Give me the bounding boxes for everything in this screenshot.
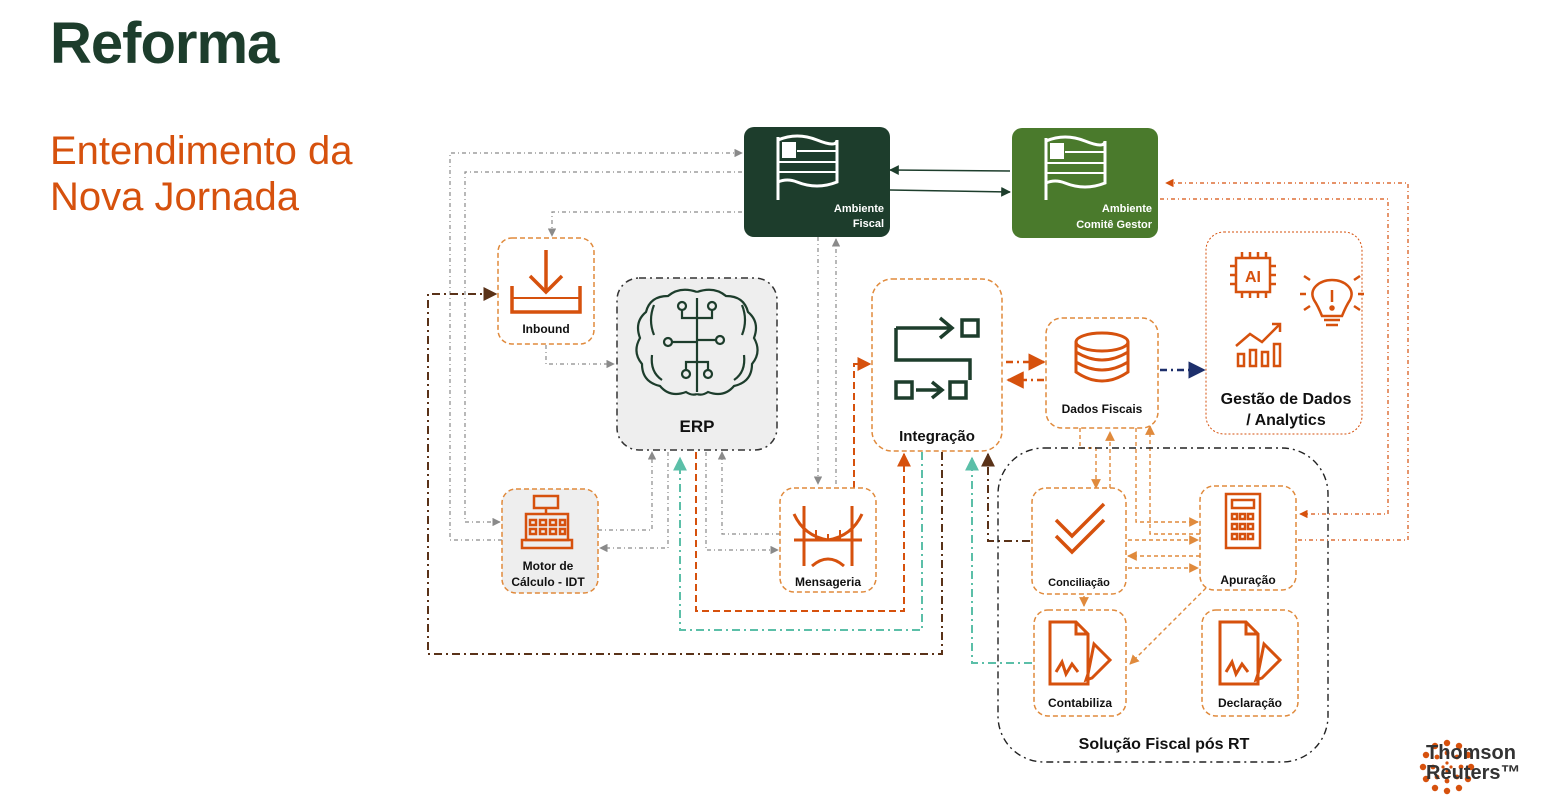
lightbulb-icon (1300, 274, 1364, 327)
document-sign-icon (1218, 620, 1283, 686)
node-mensageria: Mensageria (779, 487, 877, 593)
node-motor-calculo: Motor de Cálculo - IDT (501, 488, 599, 594)
connector-apuracao-to-contabiliza (1129, 587, 1207, 665)
connector-dados-to-apuracao (1135, 428, 1199, 527)
connector-erp-to-integracao (695, 452, 911, 612)
ambiente-comite-label-1: Ambiente (1102, 203, 1152, 215)
brain-circuit-icon (635, 288, 759, 396)
connector-contabiliza-to-integracao (965, 456, 1032, 664)
node-contabiliza: Contabiliza (1033, 609, 1127, 717)
connector-apuracao-to-comite (1165, 178, 1409, 541)
node-inbound: Inbound (497, 237, 595, 345)
node-integracao: Integração (871, 278, 1003, 452)
subtitle-line-2: Nova Jornada (50, 175, 300, 219)
thomson-reuters-logo-icon (1419, 739, 1475, 795)
double-check-icon (1054, 502, 1106, 555)
declaracao-label: Declaração (1218, 696, 1282, 710)
inbox-download-icon (510, 250, 582, 314)
node-erp: ERP (616, 277, 778, 451)
database-icon (1074, 331, 1130, 383)
contabiliza-label: Contabiliza (1048, 696, 1112, 710)
node-declaracao: Declaração (1201, 609, 1299, 717)
bridge-icon (792, 506, 864, 568)
connector-mensageria-to-integracao (853, 357, 872, 488)
connector-erp-to-motor (599, 452, 669, 553)
connector-conciliacao-to-integracao (981, 452, 1030, 542)
connectors (427, 148, 1409, 665)
document-sign-icon (1048, 620, 1113, 686)
connector-fiscal-to-motor (464, 171, 742, 527)
motor-calculo-label-2: Cálculo - IDT (511, 575, 585, 589)
node-apuracao: Apuração (1199, 485, 1297, 591)
ai-chip-glyph: AI (1245, 269, 1261, 286)
workflow-icon (894, 316, 980, 400)
ambiente-fiscal-label-2: Fiscal (853, 218, 884, 230)
erp-label: ERP (680, 417, 715, 436)
connector-comite-to-fiscal (889, 165, 1011, 175)
connector-integracao-to-inbound (427, 287, 943, 655)
gestao-dados-label-2: / Analytics (1246, 412, 1326, 429)
connector-dados-to-conciliacao (1079, 428, 1101, 489)
page-subtitle: Entendimento da Nova Jornada (50, 128, 352, 220)
integracao-label: Integração (899, 428, 975, 445)
solucao-fiscal-container (997, 447, 1329, 763)
node-dados-fiscais: Dados Fiscais (1045, 317, 1159, 429)
cash-register-icon (520, 494, 574, 550)
logo-line-2: Reuters™ (1426, 762, 1521, 784)
dados-fiscais-label: Dados Fiscais (1062, 402, 1143, 416)
ambiente-comite-label-2: Comitê Gestor (1076, 219, 1153, 231)
gestao-dados-label-1: Gestão de Dados (1221, 391, 1352, 408)
flag-icon (1044, 135, 1107, 200)
node-gestao-dados: AI Gestão de Dados / Analytics (1205, 231, 1364, 435)
connector-motor-to-fiscal (449, 148, 743, 541)
subtitle-line-1: Entendimento da (50, 129, 353, 173)
inbound-label: Inbound (522, 322, 569, 336)
connector-erp-to-mensageria (705, 452, 779, 555)
node-conciliacao: Conciliação (1031, 487, 1127, 595)
connector-inbound-to-erp (545, 345, 615, 369)
logo-line-1: Thomson (1426, 742, 1516, 764)
connector-apuracao-to-dados (1145, 425, 1200, 535)
connector-integracao-to-erp (673, 452, 923, 631)
connector-motor-to-erp (598, 451, 657, 531)
motor-calculo-label-1: Motor de (523, 559, 574, 573)
conciliacao-label: Conciliação (1048, 577, 1110, 589)
flag-icon (776, 134, 839, 200)
growth-chart-icon (1235, 322, 1282, 368)
calculator-icon (1224, 492, 1262, 550)
node-ambiente-comite: Ambiente Comitê Gestor (1012, 128, 1158, 238)
thomson-reuters-logo-text: Thomson Reuters™ (1426, 743, 1520, 783)
page-title: Reforma (50, 11, 279, 76)
connector-fiscal-to-comite (889, 186, 1011, 197)
mensageria-label: Mensageria (795, 575, 861, 589)
ambiente-fiscal-label-1: Ambiente (834, 203, 884, 215)
connector-comite-to-apuracao (1160, 198, 1389, 519)
ai-chip-icon (1230, 252, 1276, 298)
connector-mensageria-to-erp (717, 451, 780, 535)
apuracao-label: Apuração (1220, 573, 1275, 587)
node-ambiente-fiscal: Ambiente Fiscal (744, 127, 890, 237)
connector-fiscal-to-inbound (547, 211, 742, 237)
solucao-fiscal-label: Solução Fiscal pós RT (1079, 736, 1250, 753)
